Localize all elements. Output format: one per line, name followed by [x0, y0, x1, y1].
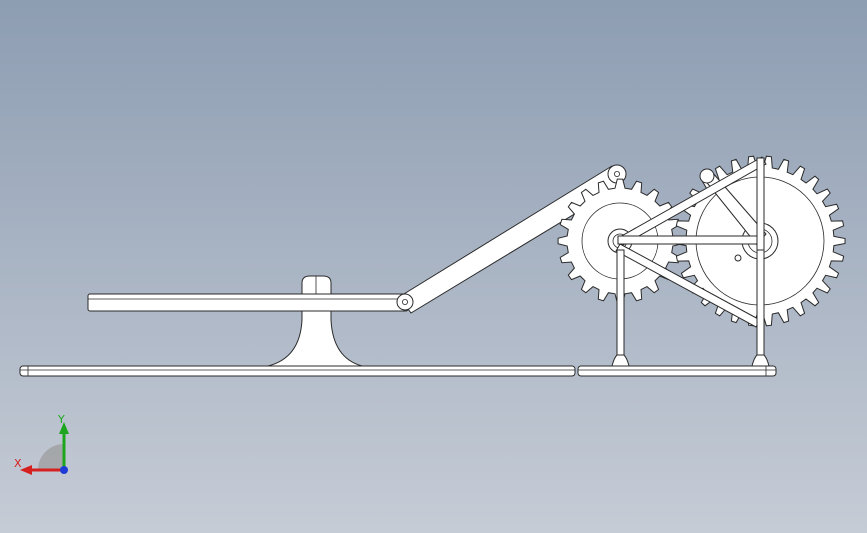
support-legs[interactable] [611, 249, 770, 367]
support-pedestal[interactable] [267, 275, 363, 367]
coordinate-triad: Y X [14, 413, 69, 475]
x-axis-arrowhead [20, 465, 32, 475]
triad-plane [38, 444, 64, 470]
y-axis-arrowhead [59, 422, 69, 434]
x-axis-label: X [14, 457, 22, 470]
y-axis-label: Y [57, 413, 65, 426]
slider-rod[interactable] [87, 293, 409, 312]
base-rail[interactable] [19, 365, 777, 377]
z-axis-dot [60, 466, 68, 474]
